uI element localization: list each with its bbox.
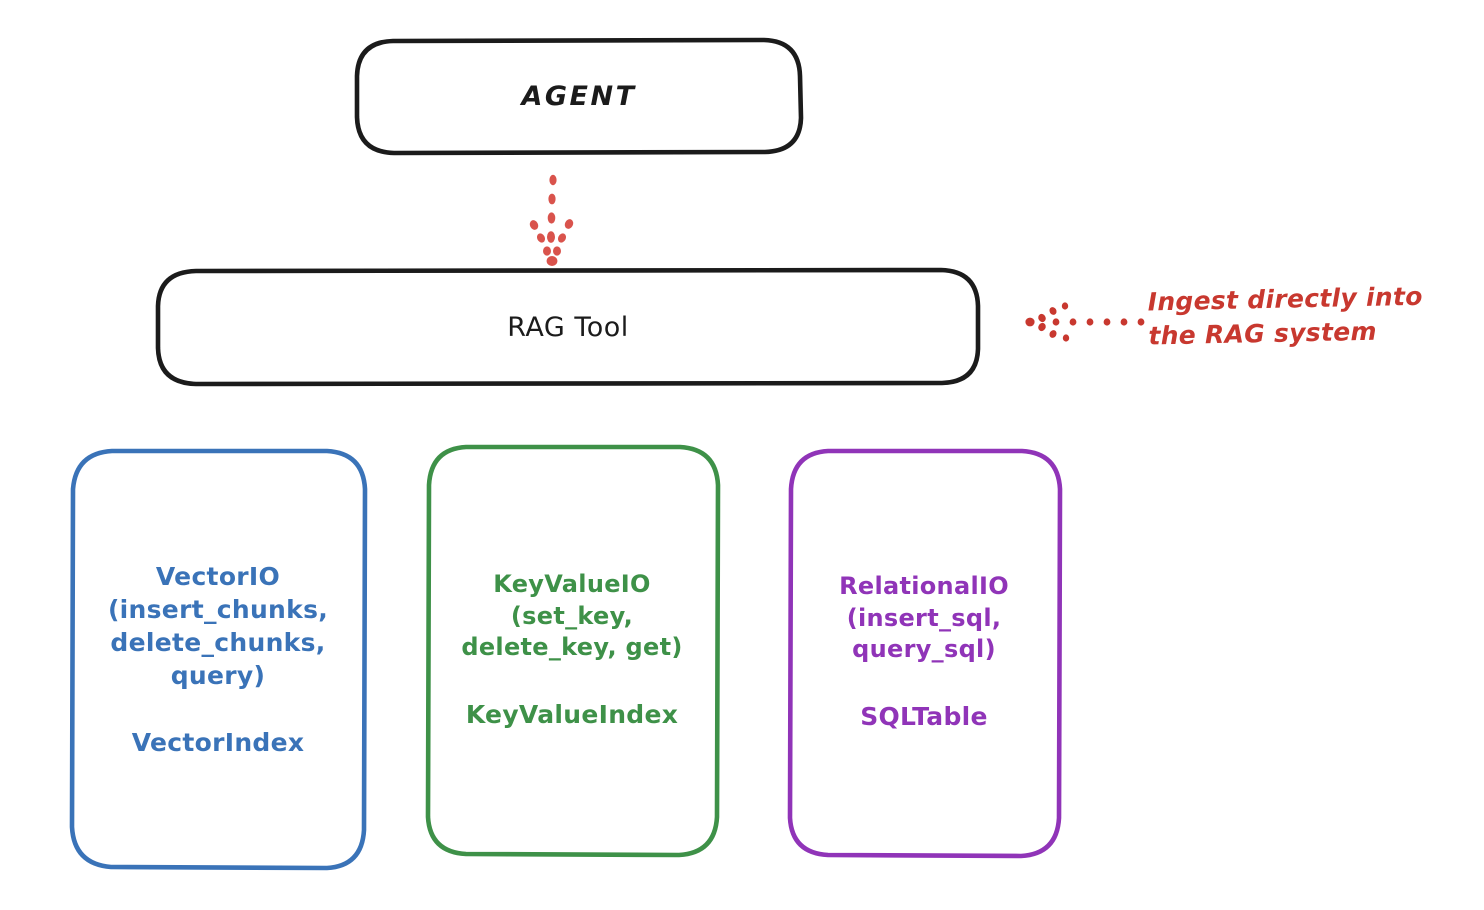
- rag-tool-label: RAG Tool: [507, 311, 629, 343]
- node-vector-io[interactable]: VectorIO (insert_chunks, delete_chunks, …: [72, 450, 364, 868]
- ingest-arrow: [1025, 302, 1145, 342]
- node-relational-io[interactable]: RelationalIO (insert_sql, query_sql) SQL…: [790, 450, 1058, 854]
- vector-io-api-label: VectorIO (insert_chunks, delete_chunks, …: [107, 561, 329, 690]
- node-keyvalue-io[interactable]: KeyValueIO (set_key, delete_key, get) Ke…: [428, 446, 716, 854]
- keyvalue-index-label: KeyValueIndex: [465, 700, 679, 729]
- ingest-annotation-text: Ingest directly into the RAG system: [1147, 281, 1423, 351]
- vector-index-label: VectorIndex: [131, 727, 305, 757]
- keyvalue-io-api-label: KeyValueIO (set_key, delete_key, get): [461, 569, 683, 662]
- agent-to-rag-arrow: [529, 174, 574, 266]
- relational-io-api-label: RelationalIO (insert_sql, query_sql): [839, 571, 1009, 664]
- node-rag-tool[interactable]: RAG Tool: [158, 270, 978, 384]
- agent-label: AGENT: [521, 81, 637, 112]
- node-agent[interactable]: AGENT: [357, 40, 801, 153]
- sql-table-label: SQLTable: [860, 702, 988, 731]
